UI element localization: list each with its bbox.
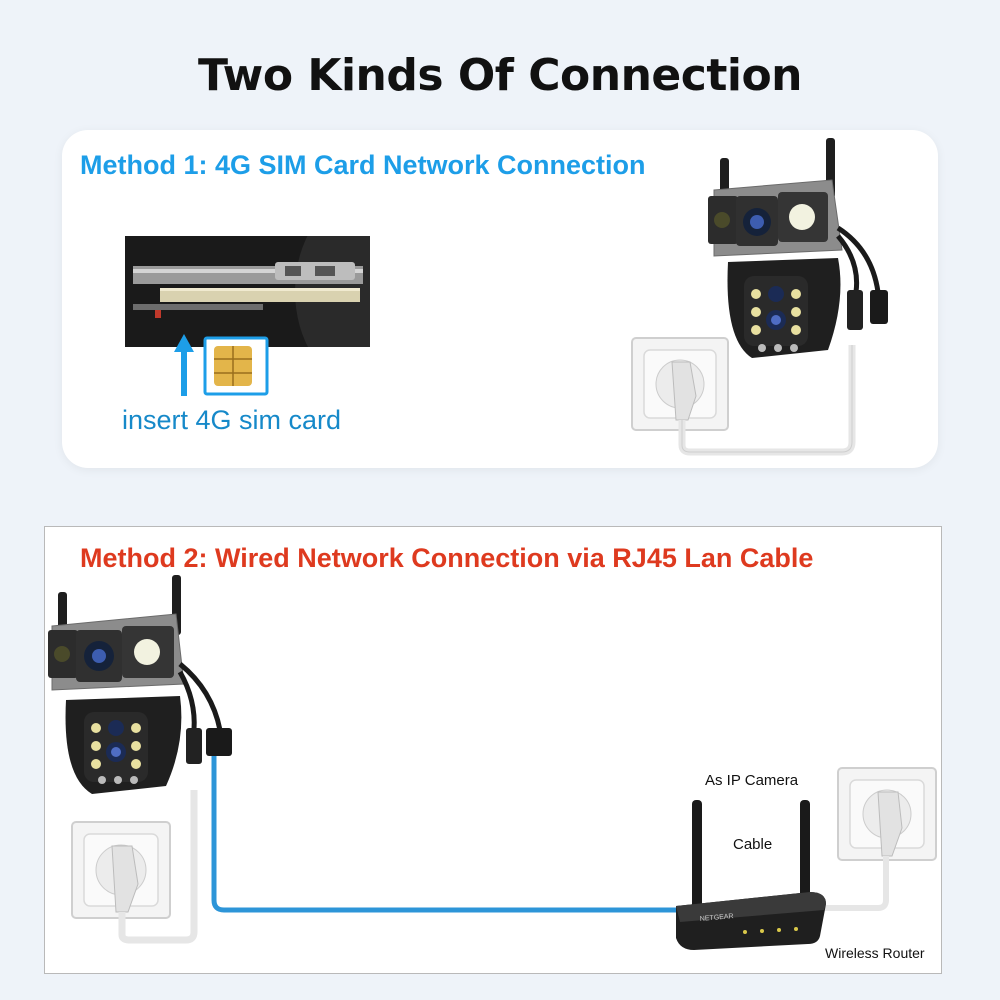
sim-slot-photo: [125, 236, 370, 347]
method2-heading: Method 2: Wired Network Connection via R…: [80, 543, 814, 573]
method2-card: [44, 526, 942, 974]
page-title: Two Kinds Of Connection: [197, 50, 803, 101]
as-ip-camera-label: As IP Camera: [705, 772, 799, 789]
method1-heading: Method 1: 4G SIM Card Network Connection: [80, 150, 646, 180]
wireless-router-label: Wireless Router: [825, 945, 925, 961]
cable-label: Cable: [733, 836, 773, 853]
insert-sim-caption: insert 4G sim card: [122, 405, 342, 435]
